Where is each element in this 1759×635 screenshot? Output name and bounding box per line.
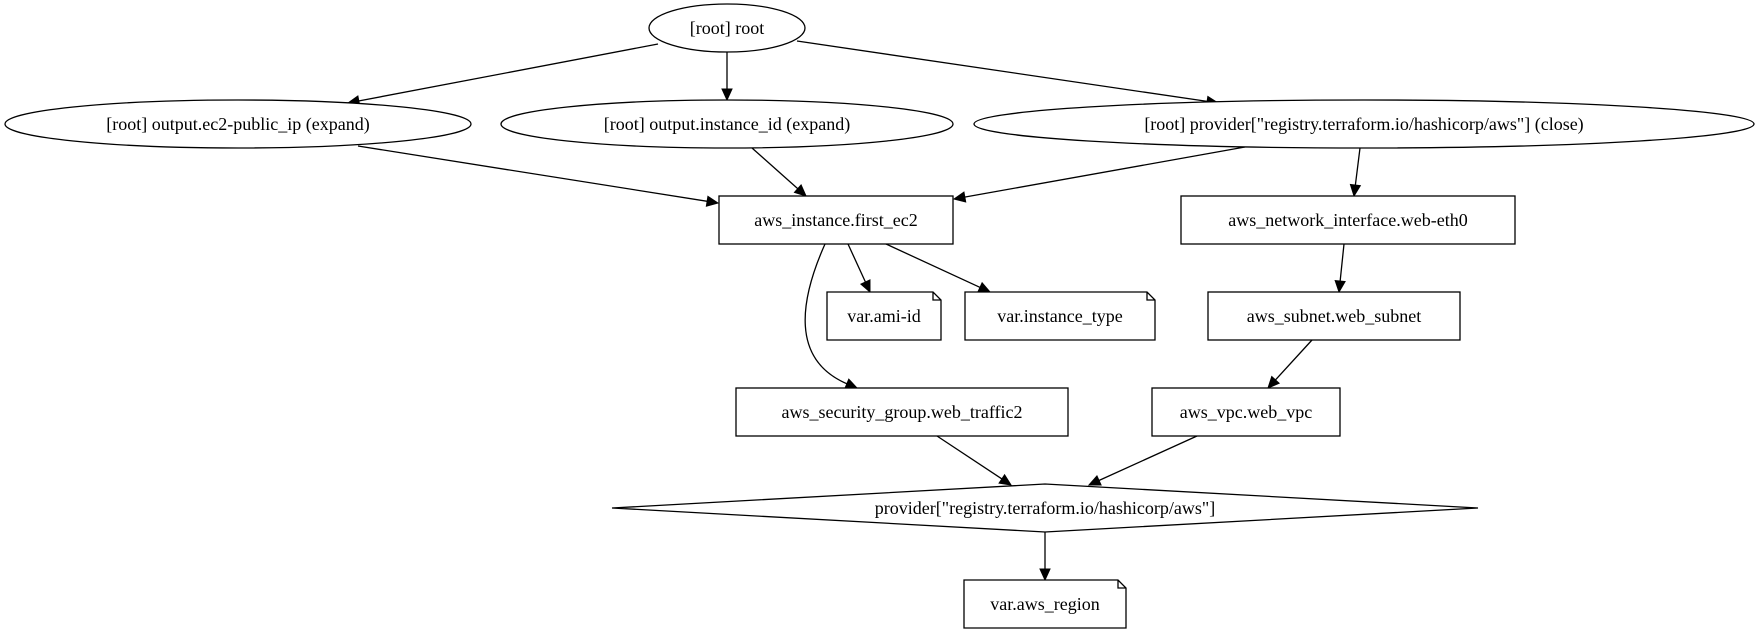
edge-provider-close-to-aws-network-interface bbox=[1349, 147, 1362, 198]
edge-root-to-provider-close bbox=[796, 40, 1220, 108]
edge-line bbox=[1354, 147, 1361, 187]
arrow-head bbox=[952, 191, 967, 203]
edge-aws-instance-to-var-instance-type bbox=[885, 243, 992, 293]
arrow-head bbox=[1349, 183, 1362, 198]
edge-aws-security-group-to-provider bbox=[936, 435, 1013, 486]
edge-root-to-output-ec2-public-ip bbox=[346, 43, 659, 107]
note-shape bbox=[963, 579, 1127, 629]
node-label: [root] output.ec2-public_ip (expand) bbox=[106, 114, 369, 135]
node-label: var.ami-id bbox=[847, 306, 920, 326]
edge-line bbox=[357, 43, 659, 102]
node-label: var.instance_type bbox=[997, 306, 1122, 326]
nodes-layer: [root] root [root] output.ec2-public_ip (… bbox=[4, 3, 1755, 629]
edge-provider-close-to-aws-instance bbox=[952, 146, 1246, 203]
node-label: aws_network_interface.web-eth0 bbox=[1228, 210, 1467, 230]
edge-line bbox=[885, 243, 982, 289]
box-shape bbox=[1207, 291, 1461, 341]
node-root: [root] root bbox=[648, 3, 806, 53]
node-aws-network-interface: aws_network_interface.web-eth0 bbox=[1180, 195, 1516, 245]
node-var-aws-region: var.aws_region bbox=[963, 579, 1127, 629]
edge-output-instance-id-to-aws-instance bbox=[751, 147, 807, 197]
arrow-head bbox=[1334, 279, 1346, 294]
node-label: aws_vpc.web_vpc bbox=[1180, 402, 1312, 422]
node-aws-instance: aws_instance.first_ec2 bbox=[718, 195, 954, 245]
note-shape bbox=[964, 291, 1156, 341]
edge-line bbox=[357, 145, 709, 203]
node-label: [root] output.instance_id (expand) bbox=[604, 114, 850, 135]
edge-root-to-output-instance-id bbox=[721, 52, 733, 102]
node-aws-vpc: aws_vpc.web_vpc bbox=[1151, 387, 1341, 437]
ellipse-shape bbox=[648, 3, 806, 53]
node-label: aws_security_group.web_traffic2 bbox=[781, 402, 1022, 422]
node-output-ec2-public-ip: [root] output.ec2-public_ip (expand) bbox=[4, 99, 472, 149]
node-label: [root] provider["registry.terraform.io/h… bbox=[1144, 114, 1583, 135]
ellipse-shape bbox=[500, 99, 954, 149]
arrow-head bbox=[705, 195, 720, 207]
box-shape bbox=[735, 387, 1069, 437]
arrow-head bbox=[1087, 474, 1102, 486]
node-label: [root] root bbox=[690, 18, 764, 38]
node-label: provider["registry.terraform.io/hashicor… bbox=[875, 498, 1215, 518]
arrow-head bbox=[998, 473, 1013, 486]
node-output-instance-id: [root] output.instance_id (expand) bbox=[500, 99, 954, 149]
arrow-head bbox=[844, 378, 859, 389]
ellipse-shape bbox=[973, 99, 1755, 149]
edges-layer bbox=[346, 40, 1362, 582]
box-shape bbox=[718, 195, 954, 245]
arrow-head bbox=[1039, 568, 1051, 582]
edge-aws-vpc-to-provider bbox=[1087, 435, 1198, 486]
edge-line bbox=[936, 435, 1004, 481]
edge-aws-subnet-to-aws-vpc bbox=[1267, 339, 1313, 389]
edge-line bbox=[796, 40, 1209, 103]
arrow-head bbox=[859, 279, 871, 294]
edge-line bbox=[847, 243, 867, 284]
note-shape bbox=[826, 291, 942, 341]
diamond-shape bbox=[611, 483, 1479, 533]
edge-line bbox=[963, 146, 1246, 198]
node-aws-security-group: aws_security_group.web_traffic2 bbox=[735, 387, 1069, 437]
ellipse-shape bbox=[4, 99, 472, 149]
node-provider: provider["registry.terraform.io/hashicor… bbox=[611, 483, 1479, 533]
box-shape bbox=[1180, 195, 1516, 245]
node-label: aws_subnet.web_subnet bbox=[1247, 306, 1421, 326]
node-provider-close: [root] provider["registry.terraform.io/h… bbox=[973, 99, 1755, 149]
edge-aws-network-interface-to-aws-subnet bbox=[1334, 243, 1346, 294]
arrow-head bbox=[1267, 375, 1281, 389]
edge-line bbox=[1097, 435, 1198, 482]
edge-line bbox=[1339, 243, 1345, 283]
edge-provider-to-var-aws-region bbox=[1039, 532, 1051, 582]
edge-line bbox=[1274, 339, 1313, 382]
edge-output-ec2-public-ip-to-aws-instance bbox=[357, 145, 720, 207]
edge-aws-instance-to-var-ami-id bbox=[847, 243, 871, 294]
arrow-head bbox=[793, 184, 807, 197]
arrow-head bbox=[721, 88, 733, 102]
edge-line bbox=[804, 243, 849, 385]
box-shape bbox=[1151, 387, 1341, 437]
edge-line bbox=[751, 147, 799, 190]
node-label: var.aws_region bbox=[990, 594, 1099, 614]
node-label: aws_instance.first_ec2 bbox=[754, 210, 917, 230]
node-var-ami-id: var.ami-id bbox=[826, 291, 942, 341]
node-aws-subnet: aws_subnet.web_subnet bbox=[1207, 291, 1461, 341]
arrow-head bbox=[977, 281, 992, 293]
node-var-instance-type: var.instance_type bbox=[964, 291, 1156, 341]
